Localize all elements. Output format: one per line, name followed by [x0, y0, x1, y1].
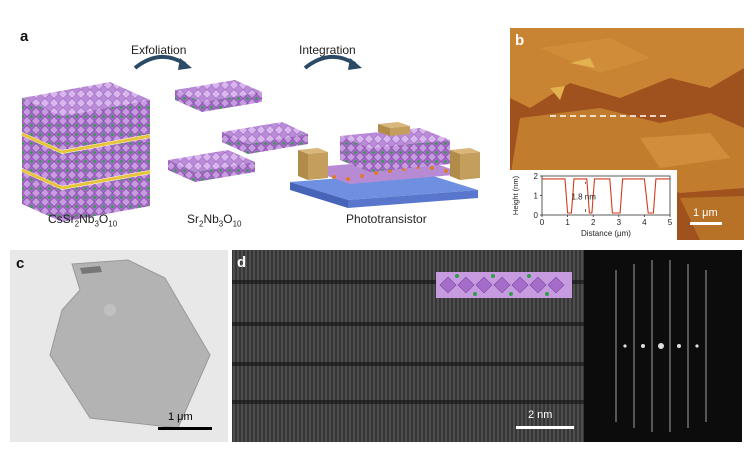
profile-x-axis-label: Distance (μm) [581, 229, 631, 238]
phototransistor-caption: Phototransistor [346, 212, 427, 226]
profile-x-tick-label: 0 [540, 218, 545, 227]
profile-x-tick-label: 5 [668, 218, 673, 227]
integration-arrow [303, 55, 357, 70]
tem-image [10, 250, 228, 442]
profile-frame [541, 175, 671, 216]
exfoliation-label: Exfoliation [131, 43, 187, 57]
height-profile-chart: 0 1 2 3 4 5 0 1 2 1.8 nm Distance (μm) Height (nm) [511, 172, 673, 238]
exfoliation-arrow [133, 55, 187, 70]
profile-annotation: 1.8 nm [571, 192, 596, 201]
profile-y-tick-label: 0 [534, 211, 539, 220]
nanosheet-formula-caption: Sr2Nb3O10 [187, 212, 242, 229]
panel-d-label: d [237, 254, 247, 271]
phototransistor-graphic [290, 122, 480, 208]
profile-x-tick-label: 3 [617, 218, 622, 227]
panel-a-label: a [20, 28, 29, 45]
panel-c-scale-bar [158, 427, 212, 430]
panel-c-label: c [16, 255, 25, 272]
profile-x-tick-label: 4 [642, 218, 647, 227]
nanosheet-graphics [168, 80, 308, 182]
profile-y-axis-label: Height (nm) [511, 175, 520, 215]
profile-x-tick-label: 2 [591, 218, 596, 227]
stem-image [232, 250, 584, 442]
panel-d-scale-label: 2 nm [528, 409, 553, 421]
bulk-formula-caption: CsSr2Nb3O10 [48, 212, 118, 229]
bulk-crystal-graphic [21, 82, 151, 222]
panel-a-schematic [21, 55, 480, 222]
panel-b-scale-label: 1 μm [693, 207, 718, 219]
integration-label: Integration [299, 43, 356, 57]
panel-b-scale-bar [690, 222, 722, 225]
profile-x-tick-label: 1 [565, 218, 570, 227]
panel-c-scale-label: 1 μm [168, 411, 193, 423]
crystal-structure-overlay [436, 272, 572, 298]
panel-b-label: b [515, 32, 525, 49]
panel-d-scale-bar [516, 426, 574, 429]
fft-pattern [584, 250, 742, 442]
height-profile-inset: 0 1 2 3 4 5 0 1 2 1.8 nm Distance (μm) Height (nm) [510, 170, 677, 240]
profile-series-line [542, 178, 670, 214]
profile-y-tick-label: 2 [534, 172, 539, 181]
profile-y-tick-label: 1 [534, 192, 539, 201]
